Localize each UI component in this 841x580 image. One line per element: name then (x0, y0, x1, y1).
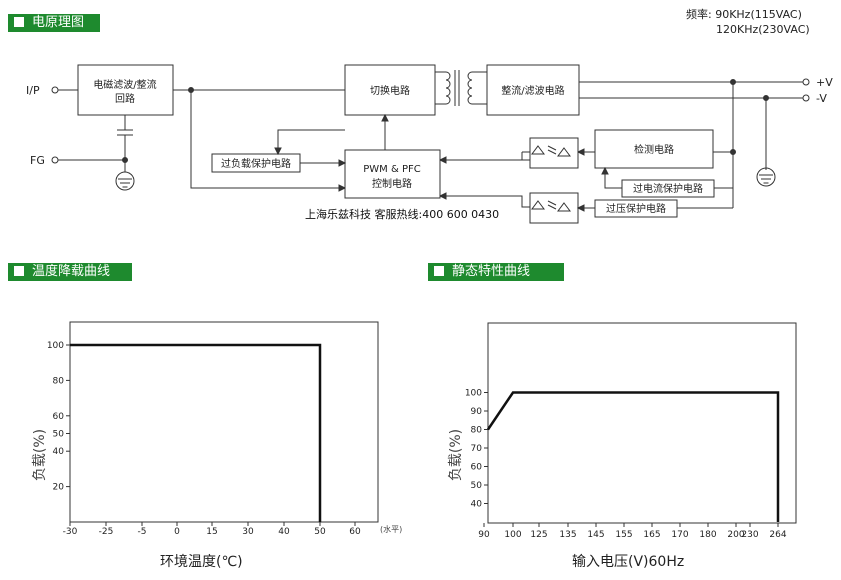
chart1-x-tick-label: -5 (138, 527, 147, 537)
chart2-x-tick-label: 264 (769, 530, 786, 540)
terminal-fg-label: FG (30, 154, 45, 167)
terminal-neg-label: -V (816, 92, 827, 105)
chart1-x-axis-label: 环境温度(℃) (160, 554, 243, 570)
section-title: 温度降载曲线 (32, 264, 111, 279)
chart2-x-tick-label: 125 (530, 530, 547, 540)
chart1-x-tick-label: -25 (99, 527, 114, 537)
derating-chart: 环境温度(℃) (水平) 负载(%) -30 -25 -5 0 15 30 40 50 60 10… (32, 321, 402, 570)
chart2-x-tick-label: 230 (741, 530, 758, 540)
chart2-x-tick-label: 200 (727, 530, 744, 540)
section-title: 电原理图 (32, 15, 85, 30)
chart1-y-axis-label: 负载(%) (32, 429, 48, 481)
chart1-plot-frame (69, 321, 379, 523)
chart2-y-tick-label: 70 (471, 444, 483, 454)
chart2-y-tick-label: 90 (471, 407, 483, 417)
chart1-x-tick-label: 50 (314, 527, 326, 537)
chart1-derating-curve (70, 343, 322, 522)
chart2-x-tick-label: 170 (671, 530, 688, 540)
square-bullet-icon (434, 266, 444, 276)
block-ovp-label: 过压保护电路 (606, 202, 666, 215)
output-ground-icon (756, 167, 776, 187)
frequency-line-1: 频率: 90KHz(115VAC) (686, 7, 802, 21)
chart2-y-tick-label: 80 (471, 426, 483, 436)
chart2-x-tick-label: 135 (559, 530, 576, 540)
chart1-x-tick-label: 40 (278, 527, 290, 537)
block-emi-filter (77, 64, 174, 116)
section-header-static: 静态特性曲线 (428, 263, 564, 281)
terminal-pos (802, 78, 810, 86)
chart1-y-tick-label: 50 (53, 430, 65, 440)
block-rectifier (486, 64, 580, 116)
block-pwm-label-1: PWM & PFC (363, 164, 420, 175)
square-bullet-icon (14, 17, 24, 27)
chart2-x-tick-label: 90 (478, 530, 490, 540)
transformer-icon (435, 70, 487, 106)
watermark-text: 上海乐兹科技 客服热线:400 600 0430 (305, 207, 499, 221)
chart2-x-tick-label: 180 (699, 530, 716, 540)
terminal-fg (51, 156, 59, 164)
chart1-x-unit-label: (水平) (380, 524, 402, 534)
block-olp-label: 过负载保护电路 (221, 157, 291, 170)
section-header-block-diagram: 电原理图 (8, 14, 100, 32)
chart1-y-tick-label: 20 (53, 483, 65, 493)
chart2-y-tick-label: 60 (471, 463, 483, 473)
chart2-y-tick-label: 40 (471, 500, 483, 510)
chart1-y-tick-label: 60 (53, 412, 65, 422)
chart1-y-tick-label: 100 (47, 341, 64, 351)
chart1-y-tick-label: 80 (53, 376, 65, 386)
block-detect-label: 检测电路 (634, 143, 674, 156)
terminal-pos-label: +V (816, 76, 833, 89)
chart1-x-tick-label: -30 (63, 527, 78, 537)
chart2-y-axis-label: 负载(%) (448, 429, 464, 481)
chart2-x-tick-label: 165 (643, 530, 660, 540)
section-title: 静态特性曲线 (452, 264, 531, 279)
chart2-y-tick-label: 100 (465, 389, 482, 399)
block-emi-label-2: 回路 (115, 92, 135, 105)
block-emi-label-1: 电磁滤波/整流 (93, 78, 156, 91)
chart2-plot-frame (487, 322, 797, 524)
terminal-neg (802, 94, 810, 102)
earth-ground-icon (115, 171, 135, 191)
square-bullet-icon (14, 266, 24, 276)
chart2-x-tick-label: 145 (587, 530, 604, 540)
chart1-x-tick-label: 30 (242, 527, 254, 537)
chart1-x-tick-label: 0 (174, 527, 180, 537)
static-chart: 输入电压(V)60Hz 负载(%) 90 100 125 135 145 155 165 17… (448, 322, 797, 570)
block-switch-label: 切换电路 (370, 84, 410, 97)
block-rectifier-label: 整流/滤波电路 (501, 84, 564, 97)
block-diagram: 频率: 90KHz(115VAC) 120KHz(230VAC) I/P FG … (26, 7, 833, 224)
section-header-derating: 温度降载曲线 (8, 263, 132, 281)
chart1-x-tick-label: 60 (349, 527, 361, 537)
chart2-load-curve (486, 391, 780, 522)
terminal-ip (51, 86, 59, 94)
chart1-x-tick-label: 15 (206, 527, 217, 537)
chart2-x-tick-label: 100 (504, 530, 521, 540)
terminal-ip-label: I/P (26, 84, 40, 97)
frequency-line-2: 120KHz(230VAC) (716, 23, 810, 36)
block-switch-circuit (344, 64, 436, 116)
chart2-y-tick-label: 50 (471, 481, 483, 491)
block-detect (594, 129, 714, 169)
chart1-y-tick-label: 40 (53, 447, 65, 457)
chart2-x-axis-label: 输入电压(V)60Hz (572, 554, 684, 570)
block-pwm-label-2: 控制电路 (372, 177, 412, 190)
block-pwm-pfc (344, 149, 441, 199)
block-ocp-label: 过电流保护电路 (633, 182, 703, 195)
chart2-x-tick-label: 155 (615, 530, 632, 540)
